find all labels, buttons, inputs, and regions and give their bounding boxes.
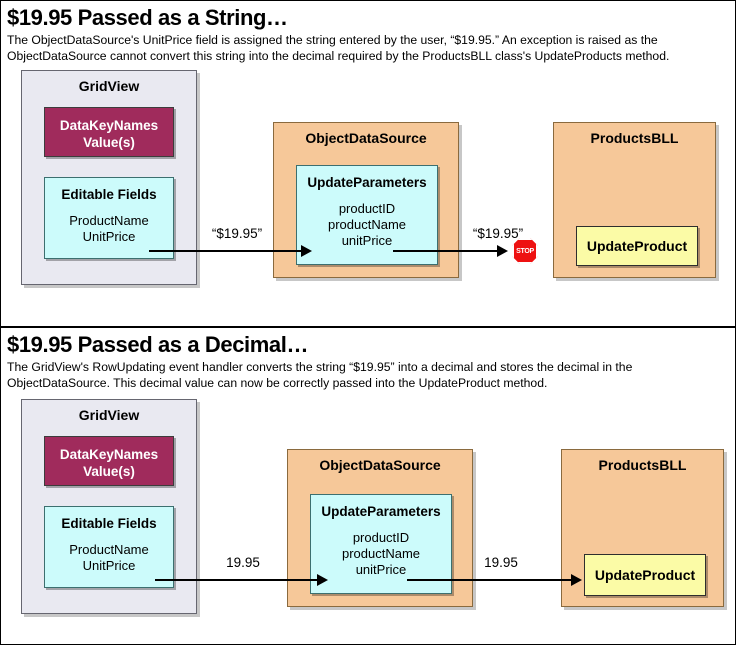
objectdatasource-title-2: ObjectDataSource bbox=[319, 457, 441, 473]
datakeynames-line-2-2: Value(s) bbox=[83, 464, 135, 479]
updateparameters-box-2: UpdateParameters productID productName u… bbox=[310, 494, 452, 594]
param-productid: productID bbox=[338, 201, 396, 216]
spacer bbox=[311, 520, 451, 530]
panel-description-2: The GridView's RowUpdating event handler… bbox=[7, 360, 633, 390]
panel-decimal: $19.95 Passed as a Decimal… The GridView… bbox=[1, 326, 735, 644]
diagram-decimal: GridView DataKeyNames Value(s) Editable … bbox=[1, 391, 735, 627]
spacer bbox=[297, 191, 437, 201]
param-productname-2: productName bbox=[341, 546, 421, 561]
arrowhead-ods-in bbox=[301, 245, 312, 257]
arrow-ods-to-bll-2 bbox=[407, 579, 579, 581]
arrow-label-gridview-to-ods: “$19.95” bbox=[211, 226, 263, 241]
arrow-label-ods-to-bll: “$19.95” bbox=[472, 226, 524, 241]
productsbll-title-2: ProductsBLL bbox=[598, 457, 687, 473]
editable-fields-box-2: Editable Fields ProductName UnitPrice bbox=[44, 506, 174, 588]
arrowhead-bll-in-2 bbox=[571, 574, 582, 586]
param-unitprice: unitPrice bbox=[341, 233, 393, 248]
updateproduct-label: UpdateProduct bbox=[586, 238, 688, 254]
editable-fields-box: Editable Fields ProductName UnitPrice bbox=[44, 177, 174, 259]
productsbll-box: ProductsBLL UpdateProduct bbox=[553, 122, 716, 278]
gridview-title: GridView bbox=[78, 78, 140, 94]
gridview-box: GridView DataKeyNames Value(s) Editable … bbox=[21, 70, 197, 285]
updateproduct-label-2: UpdateProduct bbox=[594, 567, 696, 583]
page-title: $19.95 Passed as a String… bbox=[7, 5, 288, 30]
stop-sign-label: STOP bbox=[516, 247, 534, 255]
objectdatasource-box-2: ObjectDataSource UpdateParameters produc… bbox=[287, 449, 473, 607]
arrowhead-stop bbox=[497, 245, 508, 257]
arrow-ods-to-bll bbox=[393, 250, 505, 252]
stop-octagon: STOP bbox=[512, 238, 538, 264]
panel-header-decimal: $19.95 Passed as a Decimal… The GridView… bbox=[1, 328, 735, 391]
gridview-box-2: GridView DataKeyNames Value(s) Editable … bbox=[21, 399, 197, 614]
field-productname: ProductName bbox=[69, 213, 149, 228]
datakeynames-line-1: DataKeyNames bbox=[59, 118, 159, 133]
param-productname: productName bbox=[327, 217, 407, 232]
param-productid-2: productID bbox=[352, 530, 410, 545]
datakeynames-line-2: Value(s) bbox=[83, 135, 135, 150]
field-unitprice: UnitPrice bbox=[82, 229, 136, 244]
gridview-title-2: GridView bbox=[78, 407, 140, 423]
arrow-label-ods-to-bll-2: 19.95 bbox=[484, 555, 518, 570]
field-unitprice-2: UnitPrice bbox=[82, 558, 136, 573]
updateproduct-box: UpdateProduct bbox=[576, 226, 698, 266]
stop-sign-icon: STOP bbox=[512, 238, 538, 264]
productsbll-title: ProductsBLL bbox=[590, 130, 679, 146]
panel-string: $19.95 Passed as a String… The ObjectDat… bbox=[1, 1, 735, 326]
arrowhead-ods-in-2 bbox=[317, 574, 328, 586]
objectdatasource-title: ObjectDataSource bbox=[305, 130, 427, 146]
field-productname-2: ProductName bbox=[69, 542, 149, 557]
updateproduct-box-2: UpdateProduct bbox=[584, 554, 706, 596]
arrow-gridview-to-ods-2 bbox=[155, 579, 320, 581]
datakeynames-box: DataKeyNames Value(s) bbox=[44, 107, 174, 157]
datakeynames-line-1-2: DataKeyNames bbox=[59, 447, 159, 462]
editable-fields-title-2: Editable Fields bbox=[61, 516, 157, 531]
page-title-2: $19.95 Passed as a Decimal… bbox=[7, 332, 309, 357]
updateparameters-title-2: UpdateParameters bbox=[321, 504, 441, 519]
editable-fields-title: Editable Fields bbox=[61, 187, 157, 202]
datakeynames-box-2: DataKeyNames Value(s) bbox=[44, 436, 174, 486]
arrow-gridview-to-ods bbox=[149, 250, 304, 252]
diagram-string: GridView DataKeyNames Value(s) Editable … bbox=[1, 64, 735, 296]
updateparameters-title: UpdateParameters bbox=[307, 175, 427, 190]
panel-description: The ObjectDataSource's UnitPrice field i… bbox=[7, 33, 670, 63]
productsbll-box-2: ProductsBLL UpdateProduct bbox=[561, 449, 724, 607]
panel-header-string: $19.95 Passed as a String… The ObjectDat… bbox=[1, 1, 735, 64]
updateparameters-box: UpdateParameters productID productName u… bbox=[296, 165, 438, 265]
param-unitprice-2: unitPrice bbox=[355, 562, 407, 577]
spacer bbox=[45, 532, 173, 542]
arrow-label-gridview-to-ods-2: 19.95 bbox=[226, 555, 260, 570]
spacer bbox=[45, 203, 173, 213]
